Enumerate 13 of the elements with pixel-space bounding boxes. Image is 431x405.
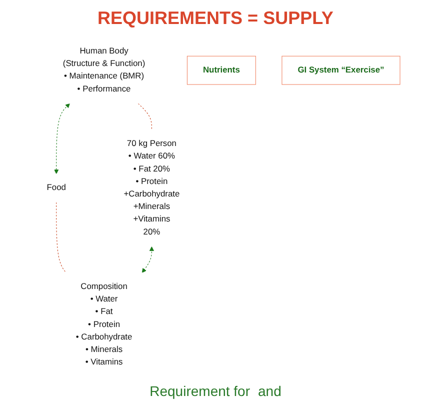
node-box: GI System “Exercise” bbox=[282, 56, 400, 85]
note-text: Requirement for bbox=[150, 383, 250, 399]
node-text: Human Body (Structure & Function) • Maintenance (BMR) • Performance bbox=[62, 46, 146, 94]
note-text: and bbox=[258, 383, 282, 399]
node-text: Composition • Water • Fat • Protein • Carbohydrate • Minerals • Vitamins bbox=[76, 282, 132, 367]
connector bbox=[138, 103, 152, 130]
arrow bbox=[142, 246, 154, 273]
node-box: Nutrients bbox=[186, 56, 256, 85]
node-text: 70 kg Person • Water 60% • Fat 20% • Protein +Carbohydrate +Minerals +Vitamins 20% bbox=[124, 139, 180, 236]
title: REQUIREMENTS = SUPPLY bbox=[98, 8, 334, 29]
node-text: Food bbox=[46, 183, 66, 192]
connector bbox=[56, 202, 66, 273]
arrow bbox=[54, 103, 70, 174]
